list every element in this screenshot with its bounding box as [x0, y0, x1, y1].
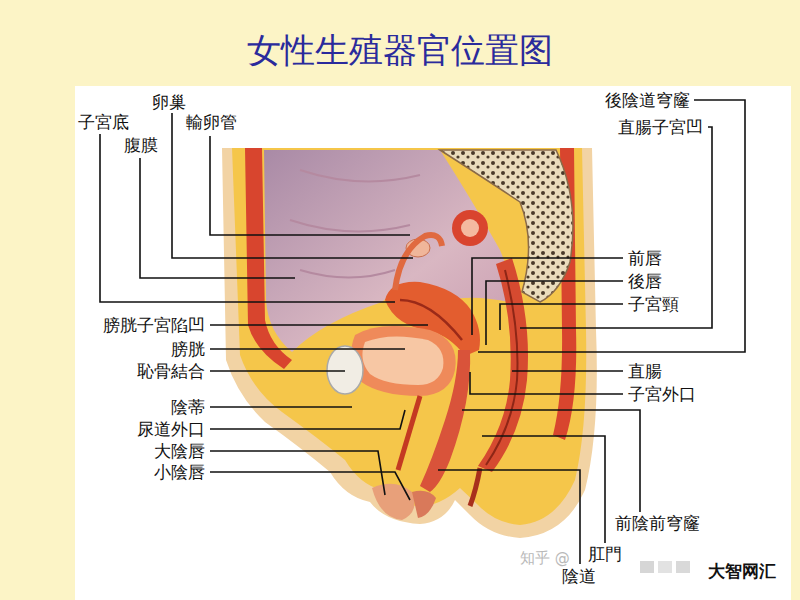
body-section	[222, 148, 597, 538]
part-label: 陰蒂	[171, 398, 205, 417]
part-label: 直腸子宮凹	[618, 118, 703, 137]
part-label: 恥骨結合	[137, 362, 205, 381]
part-label: 直腸	[628, 362, 662, 381]
part-label: 輸卵管	[186, 113, 237, 132]
part-label: 前唇	[628, 249, 662, 268]
part-label: 前陰前穹窿	[615, 514, 700, 533]
watermark: 知乎 @	[520, 550, 570, 567]
part-label: 後唇	[628, 272, 662, 291]
part-label: 卵巢	[152, 93, 186, 112]
part-label: 陰道	[562, 567, 596, 586]
watermark-blur	[640, 561, 690, 573]
part-label: 腹膜	[124, 136, 158, 155]
part-label: 子宮外口	[628, 385, 696, 404]
part-label: 膀胱	[171, 340, 205, 359]
part-label: 膀胱子宮陷凹	[103, 316, 205, 335]
part-label: 後陰道穹窿	[605, 91, 690, 110]
part-label: 肛門	[588, 545, 622, 564]
leader-lines	[100, 100, 745, 564]
part-label: 大陰唇	[154, 442, 205, 461]
part-label: 子宮頸	[628, 295, 679, 314]
diagram-title: 女性生殖器官位置图	[0, 32, 800, 69]
part-label: 小陰唇	[154, 463, 205, 482]
watermark: 大智网汇	[708, 562, 776, 581]
part-label: 子宮底	[78, 113, 129, 132]
part-label: 尿道外口	[137, 420, 205, 439]
